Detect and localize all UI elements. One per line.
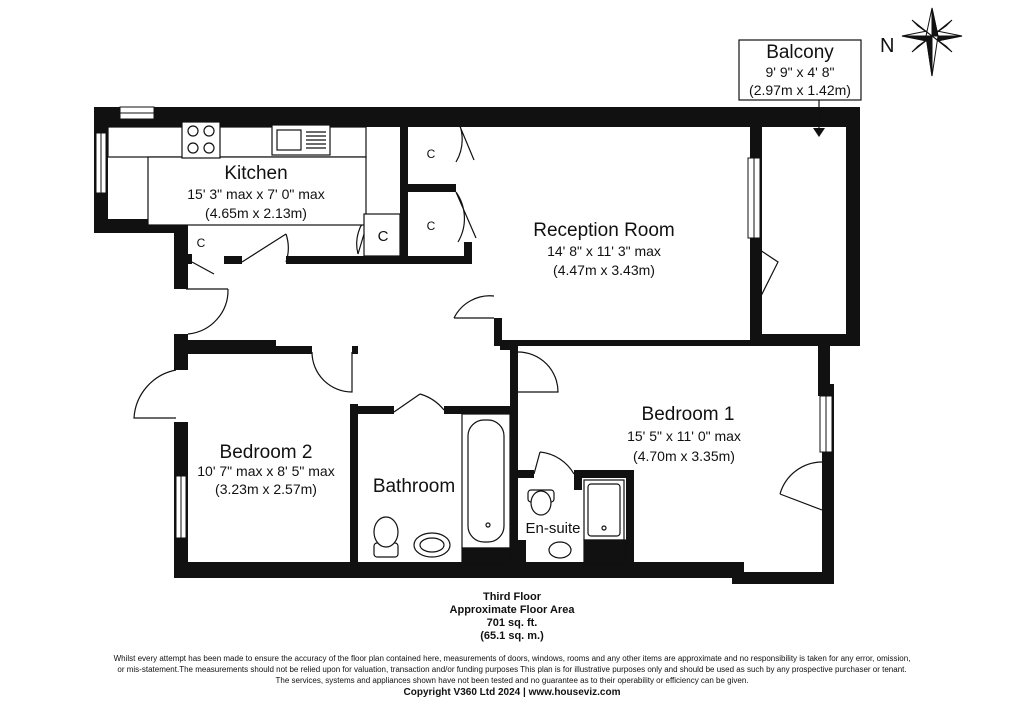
bedroom1-name: Bedroom 1 xyxy=(642,404,735,425)
bedroom2-name: Bedroom 2 xyxy=(220,442,313,463)
ensuite-fittings xyxy=(527,479,627,565)
disclaimer-line: The services, systems and appliances sho… xyxy=(275,676,749,685)
bathroom-fittings xyxy=(373,413,511,565)
reception-name: Reception Room xyxy=(533,220,675,241)
ensuite-name: En-suite xyxy=(525,520,580,537)
compass-north-label: N xyxy=(880,35,894,57)
disclaimer: Whilst every attempt has been made to en… xyxy=(10,653,1014,699)
area-title: Approximate Floor Area xyxy=(449,604,575,616)
bedroom2-dim-imperial: 10' 7" max x 8' 5" max xyxy=(197,463,334,479)
closet-label: C xyxy=(427,219,436,233)
area-sqft: 701 sq. ft. xyxy=(486,617,538,629)
kitchen-name: Kitchen xyxy=(224,163,287,184)
kitchen-dim-metric: (4.65m x 2.13m) xyxy=(205,205,307,221)
bathroom-name: Bathroom xyxy=(373,476,455,497)
door-swings xyxy=(133,116,823,511)
compass-icon: N xyxy=(880,7,963,77)
disclaimer-line: or mis-statement.The measurements should… xyxy=(117,665,907,674)
balcony-dim-imperial: 9' 9" x 4' 8" xyxy=(766,64,835,80)
balcony-label: Balcony 9' 9" x 4' 8" (2.97m x 1.42m) xyxy=(738,39,862,137)
kitchen-fittings xyxy=(107,121,401,257)
closet-label: C xyxy=(427,147,436,161)
kitchen-dim-imperial: 15' 3" max x 7' 0" max xyxy=(187,186,324,202)
bedroom2-dim-metric: (3.23m x 2.57m) xyxy=(215,481,317,497)
windows xyxy=(95,106,833,539)
closet-label: C xyxy=(378,228,389,245)
copyright-text: Copyright V360 Ltd 2024 | www.houseviz.c… xyxy=(403,687,621,698)
bedroom1-dim-metric: (4.70m x 3.35m) xyxy=(633,448,735,464)
balcony-dim-metric: (2.97m x 1.42m) xyxy=(749,82,851,98)
reception-dim-metric: (4.47m x 3.43m) xyxy=(553,262,655,278)
reception-dim-imperial: 14' 8" x 11' 3" max xyxy=(547,243,661,259)
floor-area-info: Third Floor Approximate Floor Area 701 s… xyxy=(0,591,1024,643)
disclaimer-line: Whilst every attempt has been made to en… xyxy=(113,654,911,663)
floor-name: Third Floor xyxy=(482,591,542,603)
area-sqm: (65.1 sq. m.) xyxy=(480,630,544,642)
interior-walls xyxy=(174,107,760,578)
room-labels: Kitchen 15' 3" max x 7' 0" max (4.65m x … xyxy=(187,163,741,537)
balcony-name: Balcony xyxy=(766,42,834,63)
closet-labels: C C C C xyxy=(197,147,436,250)
closet-label: C xyxy=(197,236,206,250)
bedroom1-dim-imperial: 15' 5" x 11' 0" max xyxy=(627,428,741,444)
